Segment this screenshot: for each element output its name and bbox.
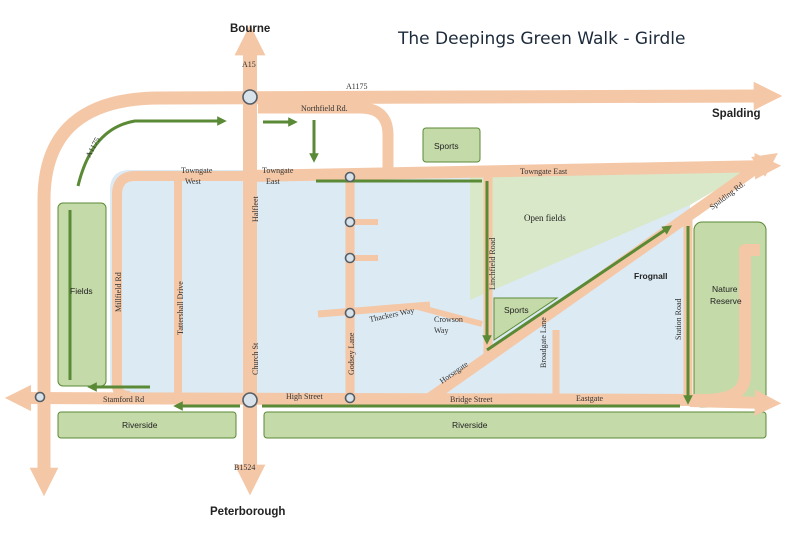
map-title: The Deepings Green Walk - Girdle bbox=[397, 29, 685, 49]
northfield-road-label: Northfield Rd. bbox=[301, 104, 348, 113]
stamford-road-label: Stamford Rd bbox=[103, 395, 144, 404]
junction-godsey-thackers bbox=[344, 307, 356, 319]
horsegate-spalding-road bbox=[426, 153, 778, 403]
eastgate-label: Eastgate bbox=[576, 394, 604, 403]
junction-godsey-2 bbox=[344, 252, 356, 264]
millfield-road-label: Millfield Rd bbox=[114, 272, 123, 312]
spalding-label: Spalding bbox=[712, 108, 761, 120]
crowson-way-label-1: Crowson bbox=[434, 315, 463, 324]
crowson-way-label-2: Way bbox=[434, 326, 448, 335]
broadgate-lane-label: Broadgate Lane bbox=[539, 317, 548, 368]
green-walk-route bbox=[68, 116, 693, 411]
tattershall-drive-label: Tattershall Drive bbox=[176, 281, 185, 335]
riverside-right-label: Riverside bbox=[452, 420, 488, 430]
sports-top-label: Sports bbox=[434, 141, 459, 151]
towngate-west-label-1: Towngate bbox=[181, 166, 213, 175]
towngate-east-road-label: Towngate East bbox=[520, 167, 568, 176]
crowson-way-road bbox=[417, 304, 483, 327]
peterborough-label: Peterborough bbox=[210, 506, 285, 518]
towngate-east-label-1: Towngate bbox=[262, 166, 294, 175]
church-st-label: Church St bbox=[251, 342, 260, 375]
towngate-east-label-2: East bbox=[266, 177, 281, 186]
fields-label: Fields bbox=[70, 286, 93, 296]
towngate-east-road bbox=[249, 153, 782, 182]
frognall-label: Frognall bbox=[634, 271, 668, 281]
nature-reserve-label-1: Nature bbox=[712, 284, 738, 294]
route-segment bbox=[486, 225, 672, 352]
bridge-street-label: Bridge Street bbox=[450, 395, 493, 404]
riverside-area-right bbox=[263, 411, 767, 439]
high-street-label: High Street bbox=[286, 392, 323, 401]
halfleet-label: Halfleet bbox=[251, 195, 260, 222]
nature-reserve-label-2: Reserve bbox=[710, 296, 742, 306]
junctions bbox=[34, 89, 356, 408]
bourne-label: Bourne bbox=[230, 23, 270, 35]
junction-stamford-rd bbox=[34, 391, 46, 403]
a1175-road bbox=[29, 81, 783, 497]
a1175-top-label: A1175 bbox=[346, 82, 367, 91]
junction-godsey-high-street bbox=[344, 392, 356, 404]
a1175-left-label: A1175 bbox=[84, 136, 102, 159]
a15-label: A15 bbox=[242, 60, 256, 69]
built-up-area bbox=[110, 170, 470, 395]
route-segment bbox=[76, 116, 227, 187]
riverside-left-label: Riverside bbox=[122, 420, 158, 430]
towngate-west-label-2: West bbox=[185, 177, 202, 186]
junction-godsey-towngate bbox=[344, 171, 356, 183]
godsey-lane-label: Godsey Lane bbox=[347, 332, 356, 375]
northfield-road bbox=[258, 102, 394, 178]
junction-church-high-street bbox=[242, 392, 258, 408]
sports-small-label: Sports bbox=[504, 305, 529, 315]
junction-a15-a1175 bbox=[242, 89, 258, 105]
station-road-label: Station Road bbox=[674, 298, 683, 340]
linchfield-road-label: Linchfield Road bbox=[488, 238, 497, 290]
thackers-way-road bbox=[317, 301, 431, 318]
high-street-extension bbox=[689, 389, 782, 416]
junction-godsey-1 bbox=[344, 216, 356, 228]
b1524-label: B1524 bbox=[234, 463, 255, 472]
open-fields-label: Open fields bbox=[524, 213, 566, 223]
